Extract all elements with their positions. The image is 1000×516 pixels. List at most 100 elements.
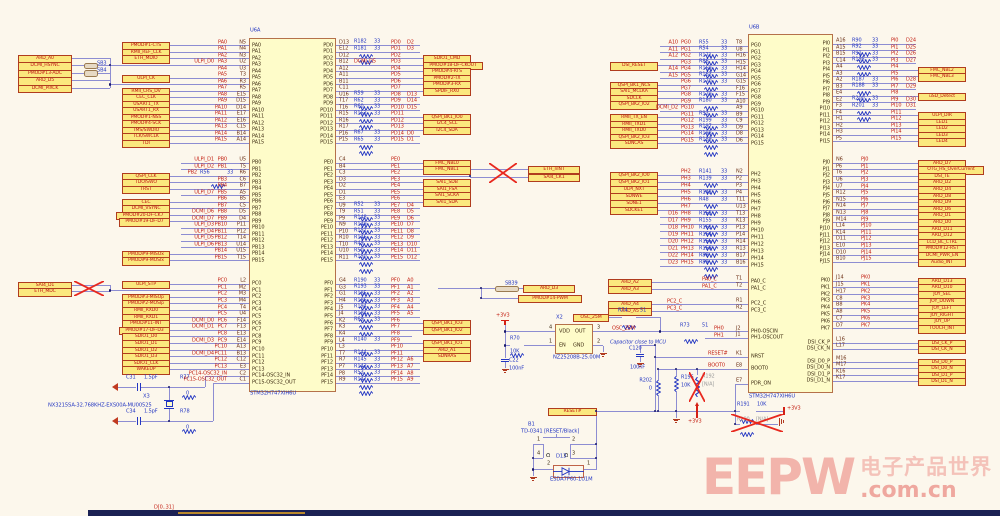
wire [655, 356, 748, 358]
text-label: 1 [587, 460, 591, 467]
wire [656, 202, 748, 204]
wire [336, 162, 423, 164]
text-label: B1 [528, 421, 535, 428]
resistor-ref: R181 [354, 45, 367, 52]
ball-number: N3 [239, 52, 246, 59]
text-label: 10K [681, 382, 691, 389]
net-label: PD13 [391, 123, 404, 130]
ball-number: U2 [239, 58, 246, 65]
text-label: 1 [537, 436, 541, 443]
net-label: PI2 [891, 50, 899, 57]
ball-number: K14 [836, 229, 846, 236]
pin-name: PA0_C [751, 278, 766, 285]
wire [833, 56, 916, 58]
wire [569, 444, 571, 458]
resistor-value: 33 [721, 245, 728, 252]
resistor-value: 33 [721, 259, 728, 266]
resistor-value: 33 [374, 208, 381, 215]
ball-number: A4 [836, 63, 843, 70]
net-label: PG4 [681, 65, 691, 72]
net-label: PA10 [214, 104, 227, 111]
ball-number: T3 [239, 71, 246, 78]
pin-name: PB0 [252, 159, 262, 166]
wire [833, 189, 918, 190]
resistor-ref: R140 [354, 336, 367, 343]
pin-name: PA12 [252, 120, 265, 126]
wire [336, 123, 423, 124]
wire [336, 64, 423, 66]
wire [168, 349, 249, 351]
capacitor [501, 361, 509, 362]
pin-name: PG4 [751, 68, 761, 75]
wire [181, 240, 249, 242]
ball-number: U14 [236, 241, 246, 248]
resistor-value: 33 [374, 201, 381, 208]
net-label: PE12 [391, 234, 404, 241]
gnd-symbol [636, 362, 644, 364]
wire [168, 136, 249, 137]
pin-name: PE11 [320, 231, 333, 237]
wire [168, 253, 249, 255]
ball-number: D5 [239, 208, 246, 215]
net-label: PJ1 [861, 163, 869, 170]
pin-name: PH2 [751, 171, 761, 178]
net-label: PC9 [217, 337, 227, 344]
wire [656, 188, 748, 190]
resistor-zigzag [358, 375, 374, 394]
net-label: D23 [668, 259, 678, 266]
net-label: A1 [407, 284, 414, 291]
resistor-ref: R193 [354, 283, 367, 290]
wire [654, 345, 656, 411]
net-label: PD0 [391, 39, 401, 46]
wire [833, 43, 916, 45]
wire [336, 240, 420, 242]
net-label-box: DSI_RESET [610, 62, 658, 71]
text-label: 100nF [630, 364, 646, 371]
wire [336, 221, 420, 222]
ball-number: J1 [736, 331, 741, 338]
wire [168, 296, 249, 298]
pin-name: PJ12 [819, 238, 831, 245]
ball-number: C15 [236, 123, 246, 130]
wire [168, 182, 249, 183]
resistor-value: 33 [374, 290, 381, 297]
ball-number: G3 [339, 284, 346, 291]
net-label: PB5 [217, 189, 227, 196]
resistor-value: 33 [721, 110, 728, 117]
resistor-value: 33 [374, 214, 381, 221]
no-connect-x [488, 162, 518, 187]
net-label: PI7 [891, 83, 899, 90]
ball-number: C1 [239, 376, 247, 383]
resistor-value: 33 [721, 117, 728, 124]
net-label: D6 [407, 215, 414, 222]
ball-number: N4 [239, 45, 246, 52]
text-label: R70 [510, 335, 520, 342]
wire [656, 143, 748, 144]
pin-name: PI3 [822, 60, 830, 66]
net-label: PF10 [391, 343, 403, 350]
ball-number: E14 [236, 337, 246, 344]
text-label: PA0_C [702, 276, 717, 282]
net-label: D26 [906, 50, 916, 57]
net-label: PE9 [391, 215, 401, 222]
net-label: PE15 [391, 254, 404, 261]
net-label: PE0 [391, 156, 401, 163]
ball-number: D10 [836, 249, 846, 256]
text-label: R196 [681, 374, 694, 381]
net-label: DCMI_D5 [354, 58, 376, 65]
wire [168, 45, 249, 46]
net-label: PF5 [391, 310, 400, 317]
net-label: PF8 [391, 330, 400, 337]
pin-name: PH3 [751, 178, 761, 185]
ball-number: C6 [239, 176, 247, 183]
resistor-ref: R139 [699, 175, 712, 182]
resistor-zigzag [181, 385, 197, 404]
resistor-zigzag [358, 342, 374, 361]
wire [438, 287, 495, 289]
resistor-value: 33 [721, 71, 728, 78]
net-label: PC2 [217, 290, 227, 297]
net-label: D14 [407, 97, 417, 104]
ball-number: N15 [836, 196, 846, 203]
capacitor [136, 383, 138, 391]
net-label-box: ULPI_STP [122, 280, 170, 290]
